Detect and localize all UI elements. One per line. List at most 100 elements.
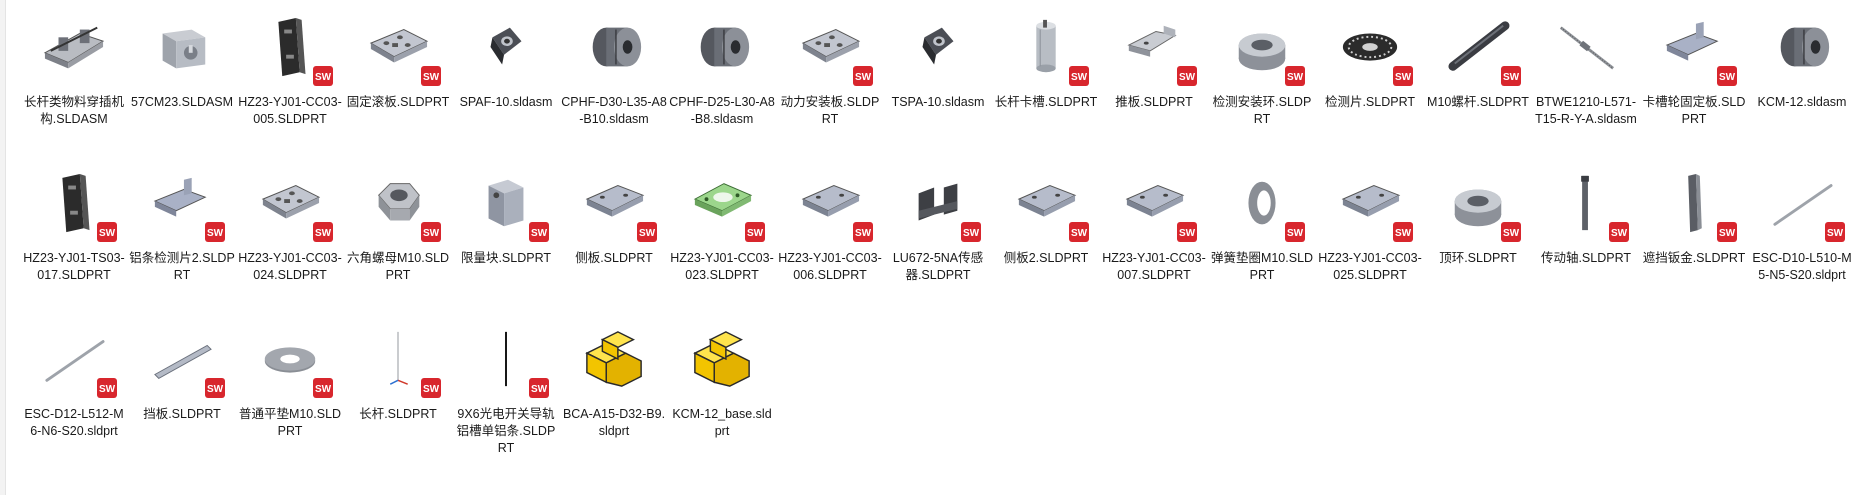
svg-text:SW: SW <box>1071 72 1088 83</box>
file-name: 检测片.SLDPRT <box>1324 95 1416 109</box>
solidworks-badge-icon: SW <box>205 378 225 398</box>
file-thumbnail <box>899 14 977 88</box>
yellow-block-icon <box>585 331 642 387</box>
file-name: 弹簧垫圈M10.SLDPRT <box>1210 251 1314 282</box>
file-thumbnail: SW <box>1331 14 1413 88</box>
svg-text:SW: SW <box>1179 72 1196 83</box>
file-thumbnail: SW <box>467 326 549 400</box>
file-item[interactable]: SW 卡槽轮固定板.SLDPRT <box>1640 8 1748 164</box>
file-name: KCM-12.sldasm <box>1757 95 1847 109</box>
file-thumbnail: SW <box>1439 170 1521 244</box>
axes-icon <box>389 331 408 385</box>
file-name: 遮挡钣金.SLDPRT <box>1642 251 1746 265</box>
cylinder-icon <box>1036 19 1056 73</box>
file-item[interactable]: 长杆类物料穿插机构.SLDASM <box>20 8 128 164</box>
file-item[interactable]: SW 长杆卡槽.SLDPRT <box>992 8 1100 164</box>
solidworks-badge-icon: SW <box>961 222 981 242</box>
file-item[interactable]: SW 长杆.SLDPRT <box>344 320 452 476</box>
file-item[interactable]: SW 9X6光电开关导轨铝槽单铝条.SLDPRT <box>452 320 560 476</box>
file-name: 挡板.SLDPRT <box>143 407 221 421</box>
file-thumbnail: SW <box>791 14 873 88</box>
file-item[interactable]: CPHF-D25-L30-A8-B8.sldasm <box>668 8 776 164</box>
file-item[interactable]: KCM-12.sldasm <box>1748 8 1856 164</box>
file-item[interactable]: SW HZ23-YJ01-CC03-024.SLDPRT <box>236 164 344 320</box>
file-item[interactable]: SW HZ23-YJ01-CC03-006.SLDPRT <box>776 164 884 320</box>
solidworks-badge-icon: SW <box>97 378 117 398</box>
file-thumbnail: SW <box>1331 170 1413 244</box>
svg-text:SW: SW <box>315 228 332 239</box>
svg-text:SW: SW <box>1503 228 1520 239</box>
file-item[interactable]: BTWE1210-L571-T15-R-Y-A.sldasm <box>1532 8 1640 164</box>
file-name: BTWE1210-L571-T15-R-Y-A.sldasm <box>1535 95 1637 126</box>
strip-icon <box>154 344 212 379</box>
solidworks-badge-icon: SW <box>1501 222 1521 242</box>
solidworks-badge-icon: SW <box>1285 66 1305 86</box>
file-item[interactable]: SW 铝条检测片2.SLDPRT <box>128 164 236 320</box>
solidworks-badge-icon: SW <box>1609 222 1629 242</box>
coupling-icon <box>700 27 750 67</box>
file-name: 固定滚板.SLDPRT <box>346 95 450 109</box>
svg-text:SW: SW <box>1503 72 1520 83</box>
file-item[interactable]: SW HZ23-YJ01-CC03-025.SLDPRT <box>1316 164 1424 320</box>
file-name: 卡槽轮固定板.SLDPRT <box>1642 95 1746 126</box>
file-thumbnail: SW <box>575 170 657 244</box>
file-item[interactable]: SW HZ23-YJ01-CC03-007.SLDPRT <box>1100 164 1208 320</box>
file-item[interactable]: SW 侧板2.SLDPRT <box>992 164 1100 320</box>
solidworks-badge-icon: SW <box>1717 222 1737 242</box>
file-item[interactable]: SW ESC-D12-L512-M6-N6-S20.sldprt <box>20 320 128 476</box>
file-item[interactable]: SW 检测片.SLDPRT <box>1316 8 1424 164</box>
file-item[interactable]: SW 弹簧垫圈M10.SLDPRT <box>1208 164 1316 320</box>
file-item[interactable]: SW HZ23-YJ01-CC03-005.SLDPRT <box>236 8 344 164</box>
file-item[interactable]: SW 传动轴.SLDPRT <box>1532 164 1640 320</box>
file-item[interactable]: SW 挡板.SLDPRT <box>128 320 236 476</box>
black-bracket-icon <box>278 17 306 77</box>
file-thumbnail <box>683 14 761 88</box>
file-item[interactable]: CPHF-D30-L35-A8-B10.sldasm <box>560 8 668 164</box>
svg-text:SW: SW <box>1719 228 1736 239</box>
file-item[interactable]: 57CM23.SLDASM <box>128 8 236 164</box>
black-line-icon <box>505 331 507 387</box>
file-thumbnail: SW <box>143 170 225 244</box>
file-item[interactable]: SW 推板.SLDPRT <box>1100 8 1208 164</box>
file-item[interactable]: SW 遮挡钣金.SLDPRT <box>1640 164 1748 320</box>
plate-icon <box>585 185 645 217</box>
file-name: 检测安装环.SLDPRT <box>1212 95 1312 126</box>
file-item[interactable]: SW M10螺杆.SLDPRT <box>1424 8 1532 164</box>
svg-text:SW: SW <box>423 228 440 239</box>
svg-text:SW: SW <box>207 228 224 239</box>
solidworks-badge-icon: SW <box>853 66 873 86</box>
file-item[interactable]: SW HZ23-YJ01-CC03-023.SLDPRT <box>668 164 776 320</box>
file-item[interactable]: SW 固定滚板.SLDPRT <box>344 8 452 164</box>
file-item[interactable]: SW 动力安装板.SLDPRT <box>776 8 884 164</box>
svg-text:SW: SW <box>855 228 872 239</box>
file-item[interactable]: SW ESC-D10-L510-M5-N5-S20.sldprt <box>1748 164 1856 320</box>
file-item[interactable]: BCA-A15-D32-B9.sldprt <box>560 320 668 476</box>
file-thumbnail: SW <box>683 170 765 244</box>
file-item[interactable]: SW HZ23-YJ01-TS03-017.SLDPRT <box>20 164 128 320</box>
block-icon <box>488 179 524 227</box>
stepper-motor-icon <box>162 29 206 69</box>
file-thumbnail: SW <box>35 170 117 244</box>
file-name: TSPA-10.sldasm <box>891 95 985 109</box>
file-item[interactable]: SW LU672-5NA传感器.SLDPRT <box>884 164 992 320</box>
file-name: LU672-5NA传感器.SLDPRT <box>892 251 984 282</box>
file-name: M10螺杆.SLDPRT <box>1427 95 1529 109</box>
file-item[interactable]: TSPA-10.sldasm <box>884 8 992 164</box>
file-thumbnail <box>467 14 545 88</box>
shaft-icon <box>1581 175 1589 231</box>
dark-rod-icon <box>1448 21 1510 71</box>
file-item[interactable]: SW 六角螺母M10.SLDPRT <box>344 164 452 320</box>
file-item[interactable]: SW 顶环.SLDPRT <box>1424 164 1532 320</box>
file-item[interactable]: SPAF-10.sldasm <box>452 8 560 164</box>
thin-rod-icon <box>1773 184 1833 226</box>
solidworks-badge-icon: SW <box>637 222 657 242</box>
file-item[interactable]: SW 普通平垫M10.SLDPRT <box>236 320 344 476</box>
file-item[interactable]: SW 检测安装环.SLDPRT <box>1208 8 1316 164</box>
file-item[interactable]: KCM-12_base.sldprt <box>668 320 776 476</box>
file-item[interactable]: SW 限量块.SLDPRT <box>452 164 560 320</box>
file-name: 限量块.SLDPRT <box>460 251 552 265</box>
svg-text:SW: SW <box>1395 228 1412 239</box>
svg-text:SW: SW <box>747 228 764 239</box>
svg-text:SW: SW <box>1071 228 1088 239</box>
file-item[interactable]: SW 侧板.SLDPRT <box>560 164 668 320</box>
